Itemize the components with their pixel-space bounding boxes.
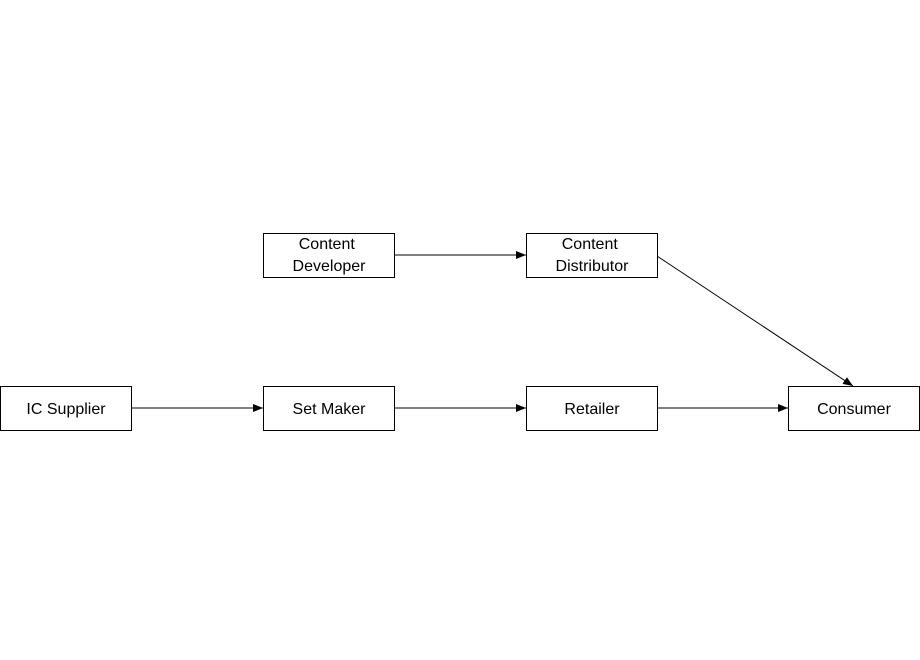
node-set-maker: Set Maker bbox=[263, 386, 395, 431]
node-content-developer-line-2: Developer bbox=[293, 258, 367, 275]
node-retailer: Retailer bbox=[526, 386, 658, 431]
node-content-distributor-line-1: Content bbox=[562, 236, 619, 253]
node-set-maker-line-1: Set Maker bbox=[293, 401, 367, 418]
node-set-maker-label: Set Maker bbox=[293, 401, 367, 418]
edge-content-distributor-to-consumer bbox=[656, 255, 854, 387]
node-set-maker-box bbox=[263, 386, 395, 431]
node-content-developer-label: Content Developer bbox=[293, 236, 367, 275]
node-consumer-box bbox=[788, 386, 920, 431]
node-ic-supplier-line-1: IC Supplier bbox=[26, 401, 106, 418]
node-consumer-label: Consumer bbox=[817, 401, 891, 418]
node-retailer-box bbox=[526, 386, 658, 431]
node-content-developer-box bbox=[263, 233, 395, 278]
node-retailer-label: Retailer bbox=[564, 401, 620, 418]
node-consumer: Consumer bbox=[788, 386, 920, 431]
node-content-distributor: Content Distributor bbox=[526, 233, 658, 278]
node-ic-supplier-box bbox=[0, 386, 132, 431]
node-retailer-line-1: Retailer bbox=[564, 401, 620, 418]
node-ic-supplier-label: IC Supplier bbox=[26, 401, 106, 418]
node-content-developer-line-1: Content bbox=[299, 236, 356, 253]
node-ic-supplier: IC Supplier bbox=[0, 386, 132, 431]
node-content-distributor-box bbox=[526, 233, 658, 278]
node-consumer-line-1: Consumer bbox=[817, 401, 891, 418]
node-content-developer: Content Developer bbox=[263, 233, 395, 278]
node-content-distributor-label: Content Distributor bbox=[556, 236, 630, 275]
node-content-distributor-line-2: Distributor bbox=[556, 258, 630, 275]
